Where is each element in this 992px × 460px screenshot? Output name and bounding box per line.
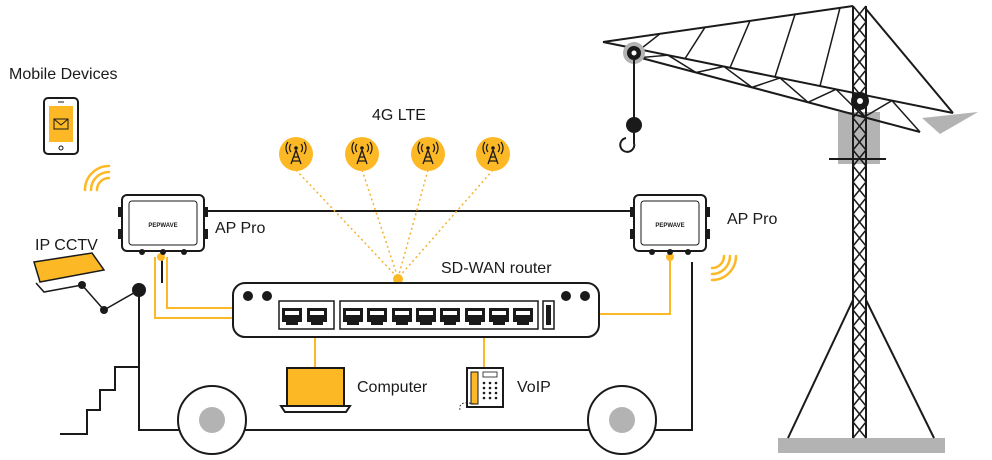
ethernet-port bbox=[307, 308, 327, 325]
ethernet-port bbox=[465, 308, 485, 325]
access-point-icon-left: PEPWAVE bbox=[118, 194, 208, 255]
ethernet-port bbox=[416, 308, 436, 325]
router-icon bbox=[232, 282, 600, 338]
lte-label: 4G LTE bbox=[372, 107, 426, 124]
ethernet-port bbox=[489, 308, 509, 325]
ethernet-port bbox=[392, 308, 412, 325]
ap-brand-left: PEPWAVE bbox=[148, 223, 177, 229]
crane-counterweight bbox=[838, 112, 880, 164]
computer-label: Computer bbox=[357, 379, 428, 396]
cell-tower-icon bbox=[345, 137, 379, 171]
wifi-signal-icon-right bbox=[710, 254, 738, 282]
ethernet-port bbox=[343, 308, 363, 325]
crane-jib-tip bbox=[922, 112, 978, 134]
ap-brand-right: PEPWAVE bbox=[655, 223, 684, 229]
access-point-icon-right: PEPWAVE bbox=[630, 194, 710, 255]
ethernet-port bbox=[513, 308, 533, 325]
tower-crane-icon bbox=[602, 5, 978, 453]
ap-pro-left-label: AP Pro bbox=[215, 220, 266, 237]
cell-tower-icon bbox=[411, 137, 445, 171]
mobile-phone-icon bbox=[43, 97, 79, 155]
ap-pro-right-label: AP Pro bbox=[727, 211, 778, 228]
ip-cctv-label: IP CCTV bbox=[35, 237, 98, 254]
laptop-icon bbox=[279, 367, 352, 413]
voip-label: VoIP bbox=[517, 379, 551, 396]
cctv-camera-icon bbox=[33, 252, 146, 314]
ethernet-port bbox=[367, 308, 387, 325]
wifi-signal-icon-left bbox=[83, 164, 111, 192]
steps bbox=[60, 366, 139, 435]
ethernet-port bbox=[440, 308, 460, 325]
desk-phone-icon bbox=[459, 367, 504, 411]
cart-frame bbox=[138, 250, 693, 431]
lte-links bbox=[295, 169, 494, 279]
wheel-icon-left bbox=[177, 385, 247, 455]
cell-tower-icon bbox=[476, 137, 510, 171]
ethernet-cables bbox=[154, 257, 671, 368]
cell-tower-icon bbox=[279, 137, 313, 171]
ethernet-port bbox=[282, 308, 302, 325]
sdwan-router-label: SD-WAN router bbox=[441, 260, 552, 277]
wheel-icon-right bbox=[587, 385, 657, 455]
crane-base bbox=[778, 438, 945, 453]
mobile-devices-label: Mobile Devices bbox=[9, 66, 118, 83]
